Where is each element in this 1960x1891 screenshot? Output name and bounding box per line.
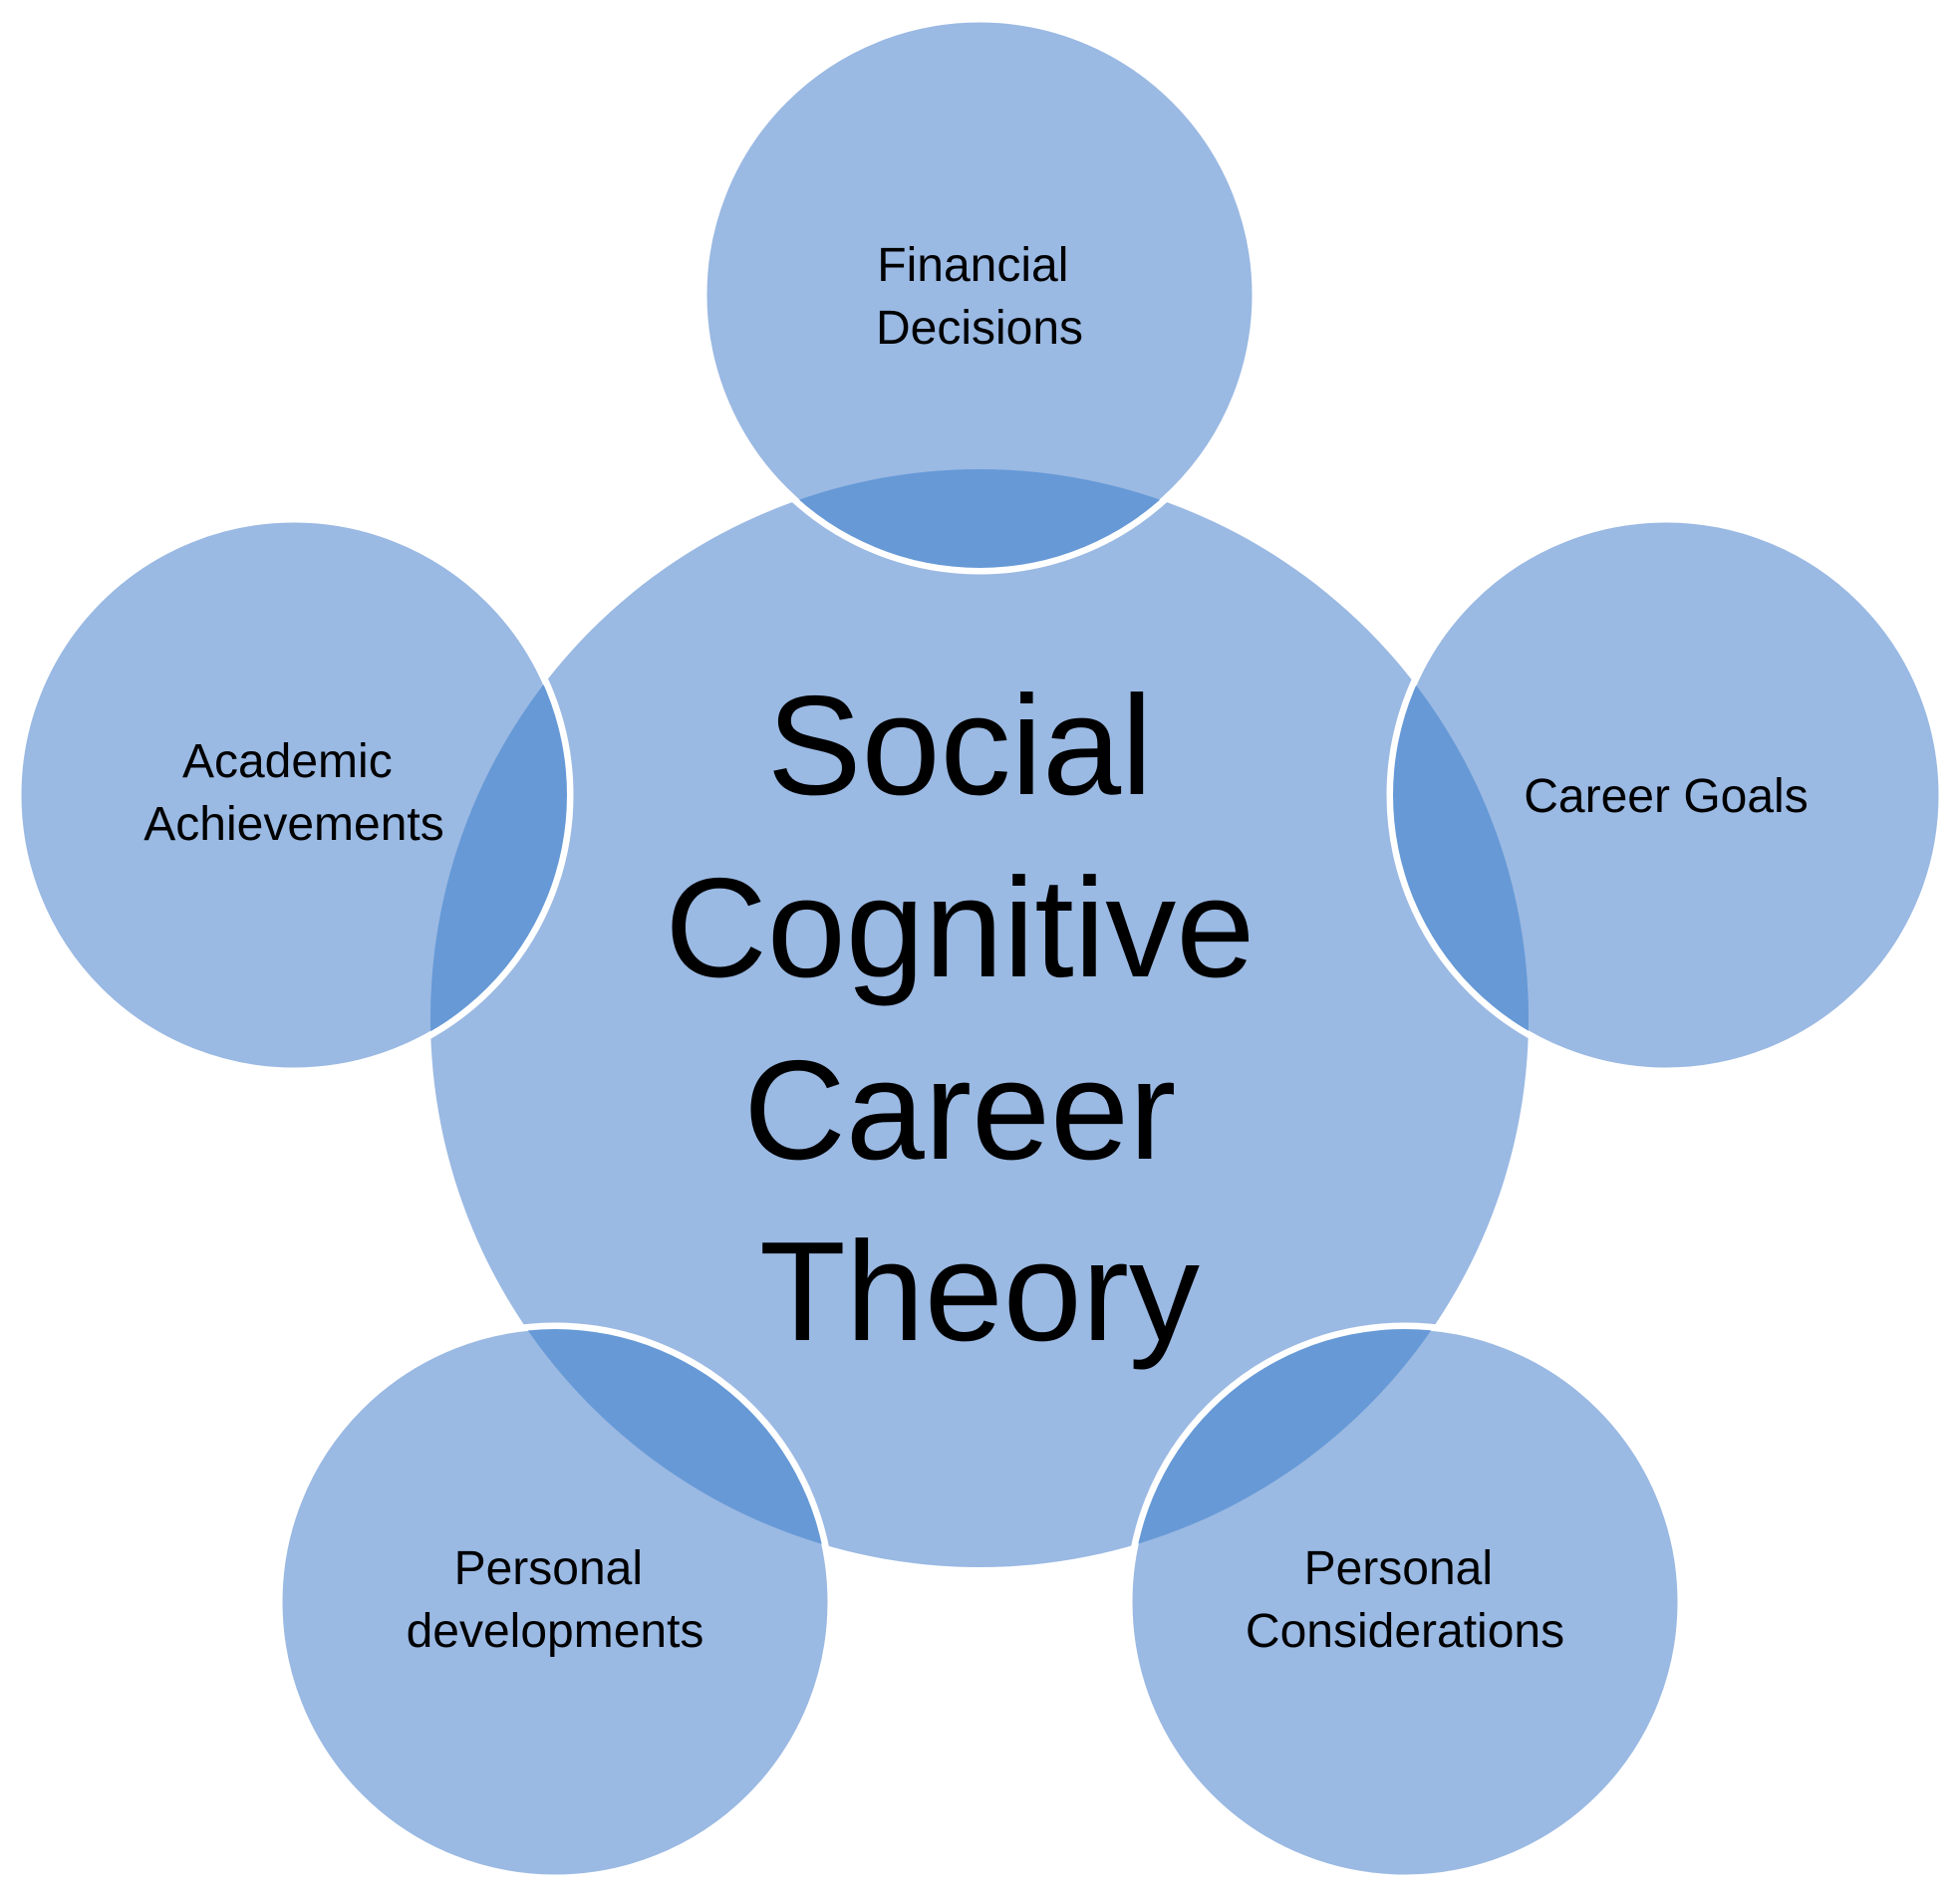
center-title-line: Career [743,1031,1176,1190]
overlap-regions [430,469,1529,1567]
satellite-academic-achievements [14,515,574,1075]
center-title-line: Cognitive [665,849,1255,1007]
center-title-line: Social [767,667,1153,825]
label-line: Considerations [1246,1605,1564,1658]
overlap-personal-developments [430,1329,828,1567]
label-line: Personal [454,1542,643,1595]
label-line: Academic [182,735,393,788]
label-career-goals: Career Goals [1524,770,1808,823]
label-line: Financial [877,239,1068,292]
satellite-financial-decisions [700,15,1260,575]
label-personal-developments: Personal developments [407,1542,704,1658]
label-line: Personal [1304,1542,1493,1595]
label-academic-achievements: Academic Achievements [143,735,443,851]
label-financial-decisions: Financial Decisions [876,239,1083,355]
center-title-line: Theory [759,1213,1200,1371]
overlap-personal-considerations [1132,1329,1529,1567]
satellite-personal-developments [275,1322,835,1882]
satellite-personal-considerations [1125,1322,1685,1882]
label-line: Career Goals [1524,770,1808,823]
label-personal-considerations: Personal Considerations [1246,1542,1564,1658]
center-title: Social Cognitive Career Theory [665,667,1293,1371]
label-line: developments [407,1605,704,1658]
label-line: Achievements [143,798,443,851]
satellite-career-goals [1386,515,1946,1075]
center-circle [430,469,1529,1567]
label-line: Decisions [876,302,1083,355]
